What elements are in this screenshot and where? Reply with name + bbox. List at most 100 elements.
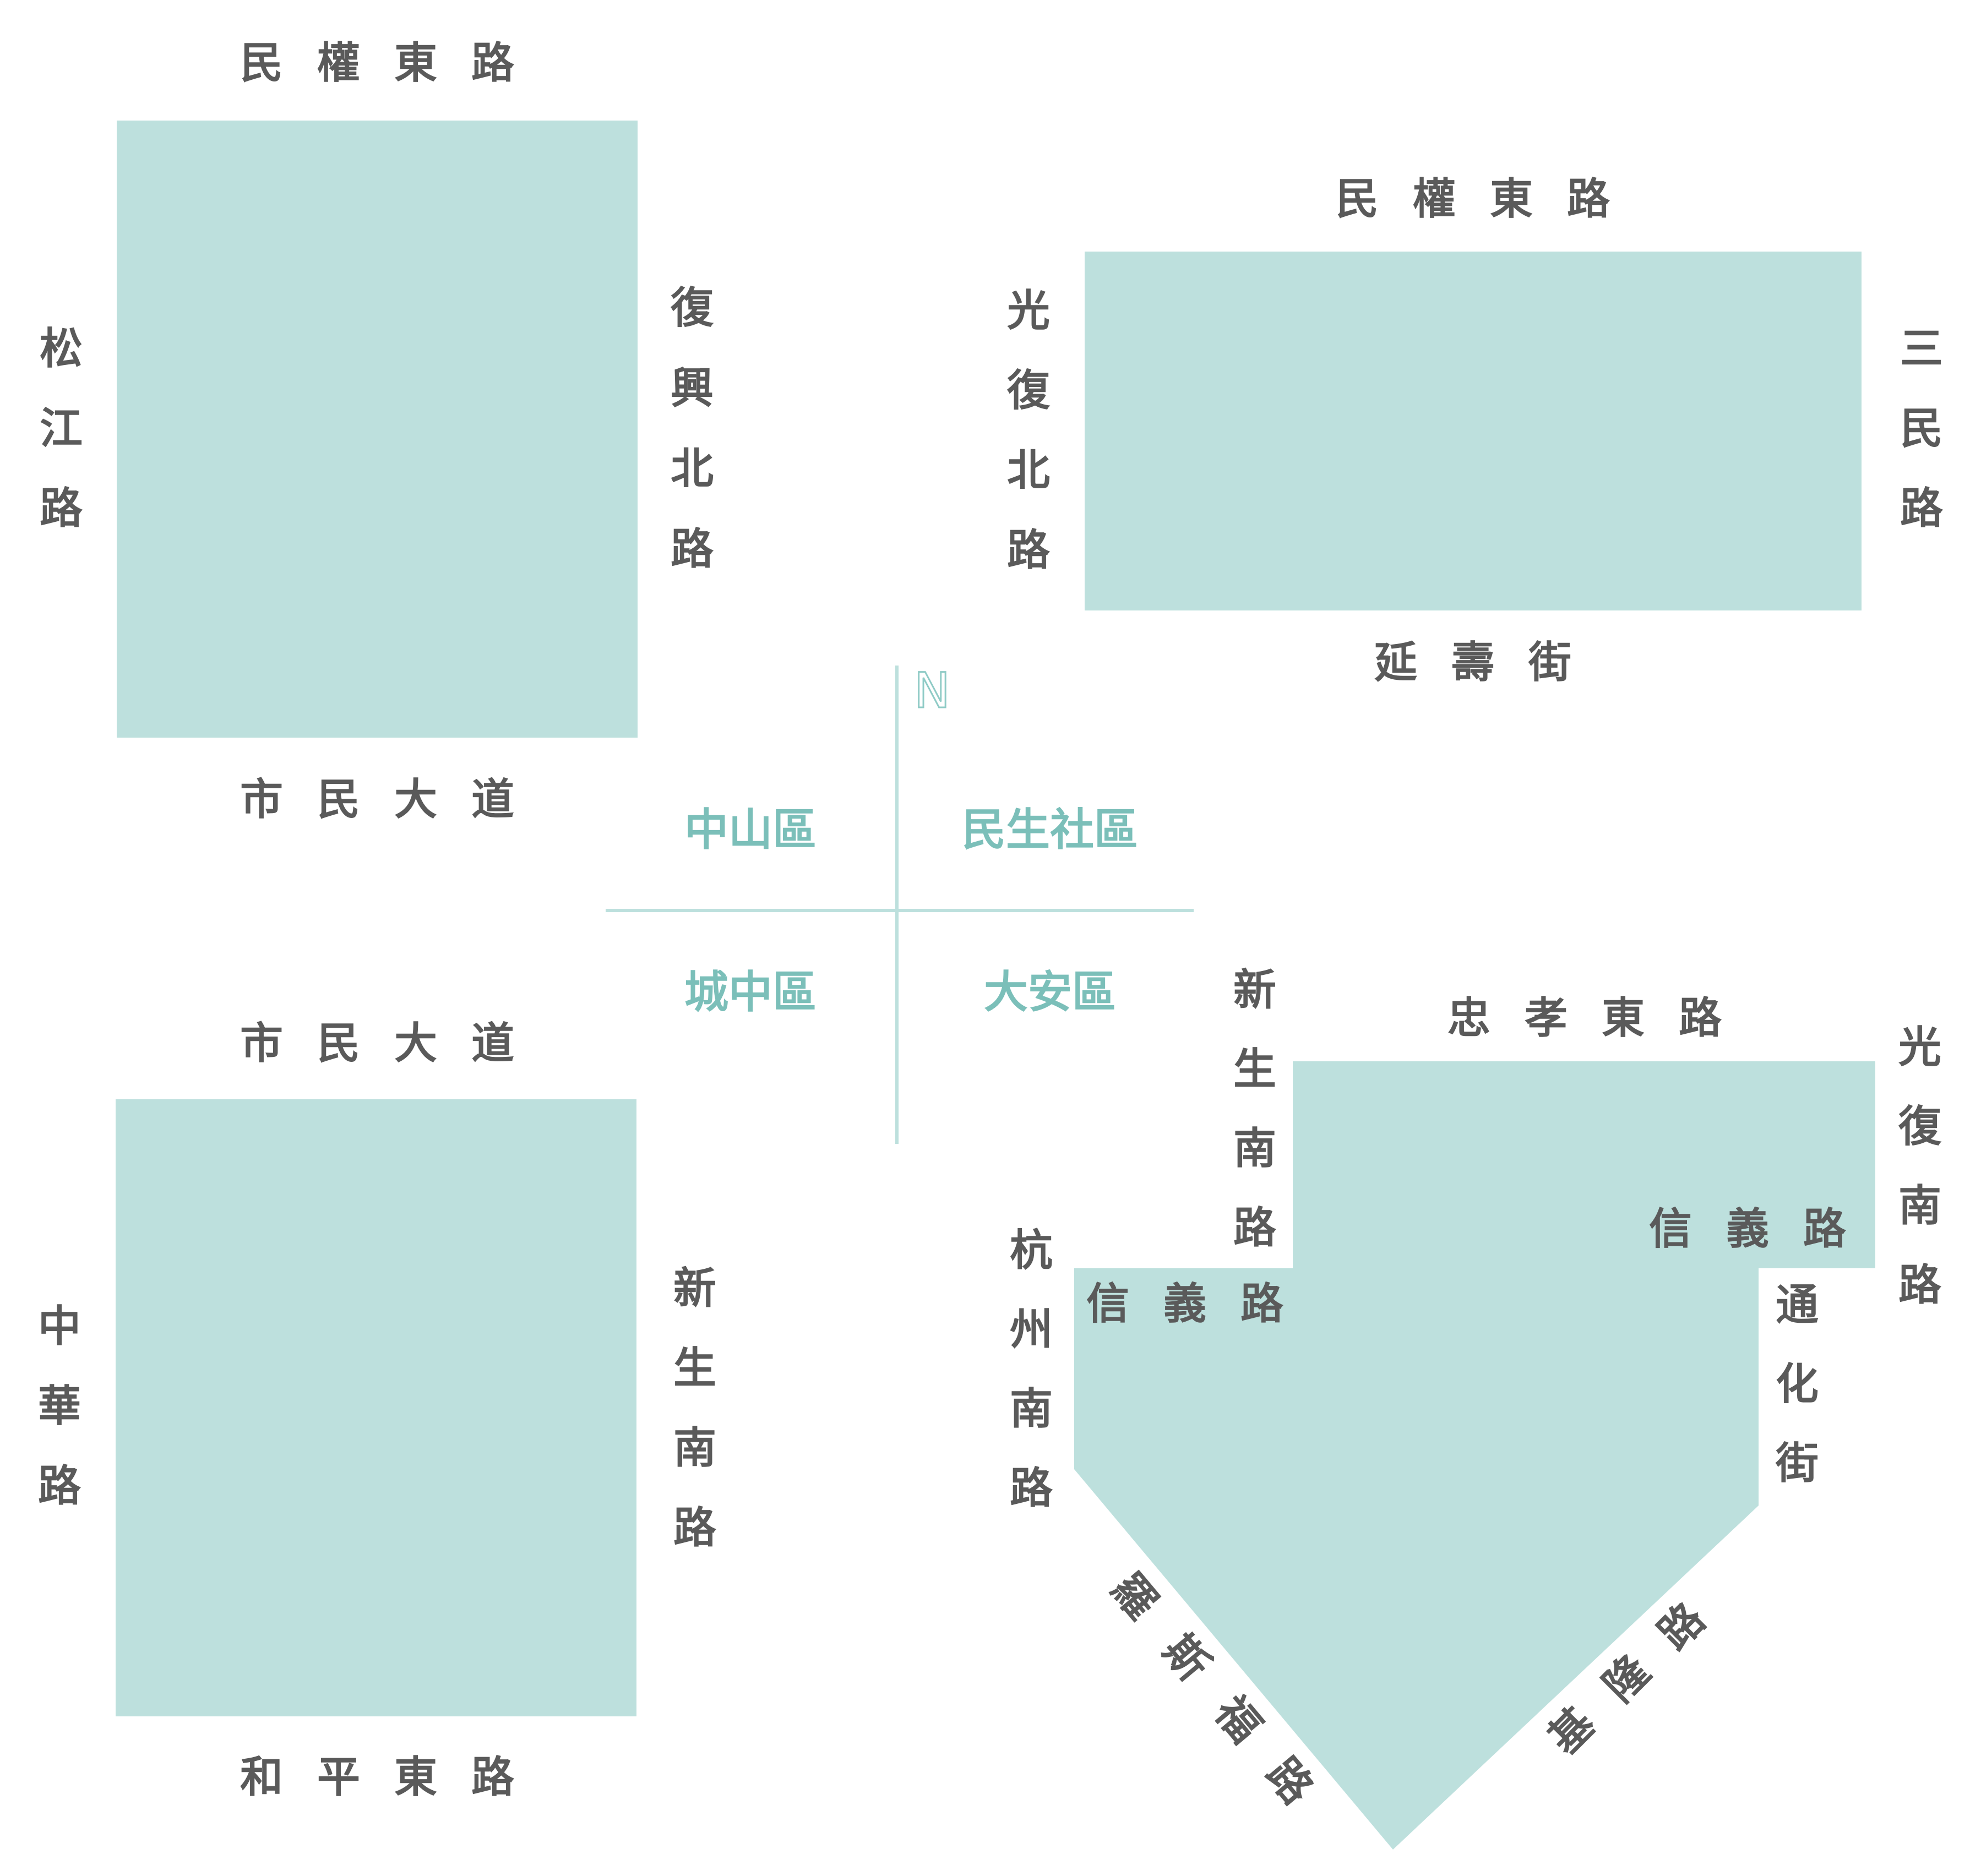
road-label-char: 壽 [1451,638,1494,688]
road-labels: 民權東路市民大道松江路復興北路民權東路延壽街光復北路三民路市民大道和平東路中華路… [38,39,1944,1814]
road-label-char: 路 [40,484,83,533]
road-label-char: 路 [1803,1204,1847,1254]
road-label-char: 復 [1898,1102,1942,1152]
road-label-char: 隆 [1594,1646,1661,1712]
road-label-char: 民 [317,775,360,825]
road-label-char: 忠 [1447,994,1490,1043]
road-label-char: 南 [1010,1384,1053,1434]
road-label-char: 道 [471,775,514,825]
road-label-char: 民 [1900,404,1943,454]
road-label-char: 義 [1726,1204,1769,1254]
road-label-char: 東 [394,1753,437,1802]
road-label-char: 化 [1776,1360,1819,1409]
district-label-chengzhong: 城中區 [684,967,817,1018]
road-label-char: 民 [317,1019,360,1068]
road-label-sanmin: 三民路 [1900,324,1944,533]
road-label-char: 路 [673,1503,717,1553]
district-label-zhongshan: 中山區 [684,804,817,855]
road-label-char: 復 [670,283,714,333]
road-label-char: 路 [1233,1203,1277,1253]
road-label-char: 光 [1007,286,1050,336]
road-label-zhonghua: 中華路 [38,1302,81,1511]
road-label-char: 孝 [1525,994,1568,1043]
daan-block[interactable] [1074,1061,1875,1850]
road-label-char: 路 [1007,526,1051,575]
road-label-char: 松 [40,324,83,374]
road-label-char: 東 [1490,174,1533,224]
north-indicator: N [914,662,950,719]
road-label-heping-east: 和平東路 [240,1753,515,1802]
road-label-char: 生 [1233,1045,1276,1094]
road-label-char: 延 [1374,638,1417,688]
road-label-char: 路 [1679,994,1722,1043]
road-label-char: 福 [1205,1687,1271,1752]
road-label-char: 基 [1539,1699,1605,1764]
road-label-char: 杭 [1010,1226,1053,1275]
road-label-char: 生 [673,1344,716,1393]
district-label-daan: 大安區 [984,967,1116,1018]
road-label-char: 東 [1602,994,1645,1043]
road-label-char: 路 [1900,484,1944,533]
road-label-char: 街 [1775,1439,1819,1488]
road-label-char: 平 [317,1753,360,1802]
road-label-char: 新 [673,1264,716,1313]
road-label-char: 街 [1528,638,1571,688]
road-label-char: 路 [1650,1594,1716,1660]
road-label-char: 市 [240,1019,283,1068]
road-label-yanshou: 延壽街 [1374,638,1571,688]
road-label-char: 羅 [1101,1564,1167,1629]
road-label-xinyi-left: 信義路 [1086,1279,1284,1329]
road-label-char: 市 [240,775,283,825]
road-label-char: 北 [671,444,714,494]
road-label-civic-blvd-1: 市民大道 [240,775,514,825]
minsheng-block[interactable] [1085,252,1862,610]
road-label-tonghua: 通化街 [1775,1280,1819,1488]
road-label-char: 通 [1776,1280,1819,1330]
road-label-char: 權 [1413,174,1456,224]
road-label-char: 興 [671,364,714,413]
road-label-songjiang: 松江路 [40,324,83,533]
road-label-char: 大 [394,775,437,825]
road-label-char: 中 [38,1302,81,1351]
zhongshan-block[interactable] [117,121,638,738]
road-label-char: 江 [40,404,83,454]
road-label-char: 東 [394,39,437,88]
road-label-char: 信 [1649,1204,1692,1254]
road-label-char: 斯 [1153,1626,1218,1690]
road-label-char: 和 [240,1753,283,1802]
road-label-char: 南 [673,1424,716,1473]
road-label-char: 三 [1900,324,1943,374]
road-label-char: 路 [471,1753,515,1802]
road-label-char: 民 [240,39,283,88]
road-label-char: 權 [317,39,360,88]
road-label-char: 復 [1006,366,1051,416]
road-label-char: 民 [1336,174,1379,224]
road-label-char: 義 [1163,1279,1206,1329]
road-label-char: 路 [1010,1464,1053,1513]
road-label-minquan-east-1: 民權東路 [240,39,515,88]
chengzhong-block[interactable] [116,1099,636,1716]
road-label-char: 路 [471,39,515,88]
road-label-char: 信 [1086,1279,1129,1329]
road-label-char: 路 [1567,174,1610,224]
district-label-minsheng: 民生社區 [962,804,1138,855]
road-label-char: 路 [38,1461,81,1511]
road-label-xinyi-right: 信義路 [1649,1204,1847,1254]
road-label-char: 新 [1233,966,1276,1015]
road-label-char: 路 [1898,1261,1942,1310]
road-label-char: 路 [1256,1749,1323,1814]
road-label-char: 路 [671,525,714,574]
road-label-zhongxiao-east: 忠孝東路 [1447,994,1722,1043]
road-label-char: 道 [471,1019,514,1068]
road-label-char: 大 [394,1019,437,1068]
road-label-char: 路 [1240,1279,1284,1329]
road-label-char: 南 [1898,1181,1941,1231]
road-label-char: 華 [38,1382,81,1431]
road-label-char: 北 [1007,446,1050,495]
